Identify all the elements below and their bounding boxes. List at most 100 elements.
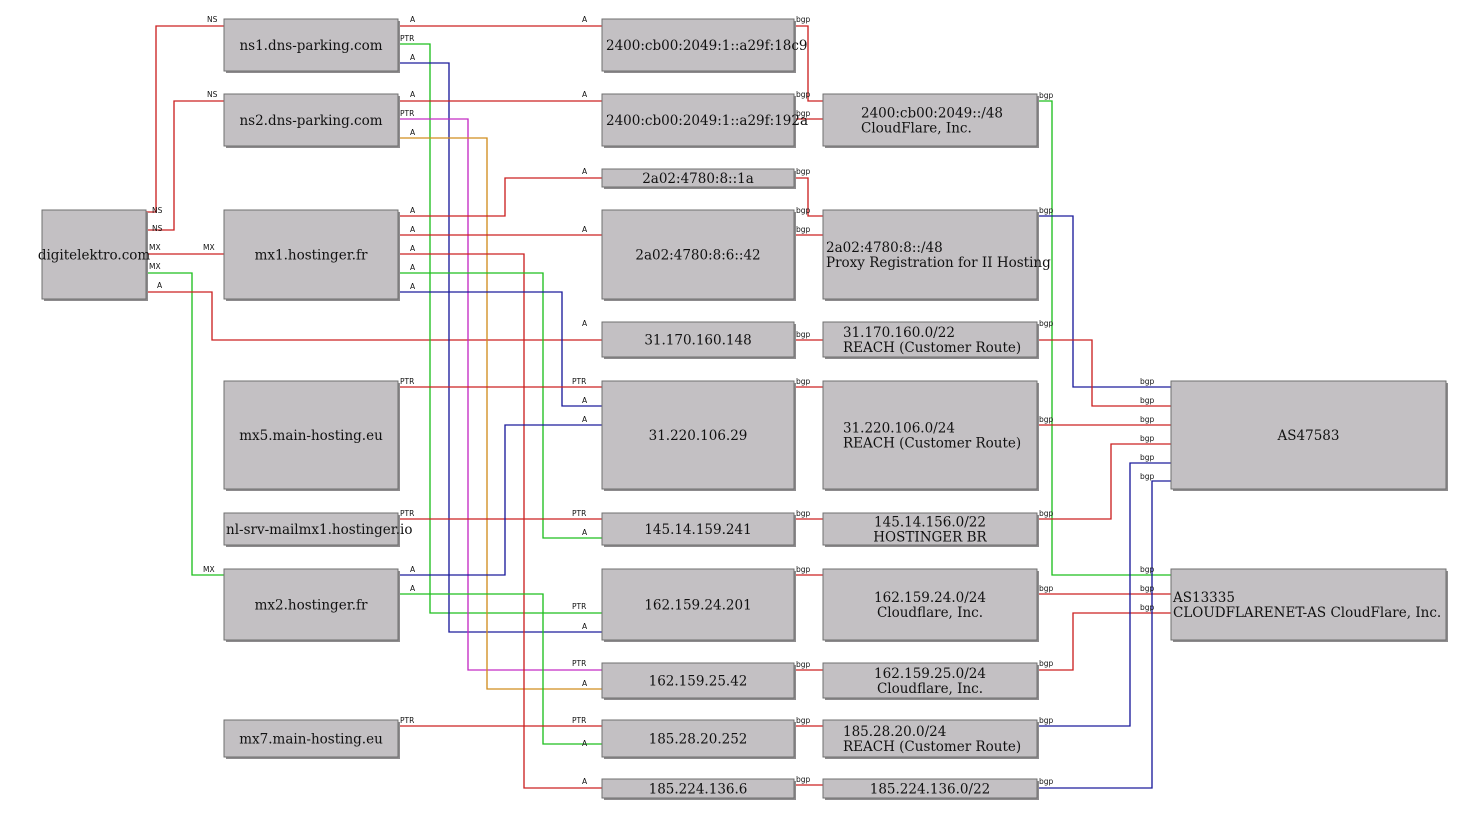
node-box <box>223 568 399 641</box>
edge-label-a: A <box>582 167 588 176</box>
node-box <box>601 321 795 358</box>
edge-pfx31a-as47583 <box>1037 339 1171 407</box>
node-box <box>223 719 399 758</box>
node-nlsrv[interactable]: nl-srv-mailmx1.hostinger.io <box>223 512 412 547</box>
node-ip162a[interactable]: 162.159.24.201 <box>601 568 796 642</box>
edge-label-bgp: bgp <box>796 225 811 234</box>
node-label: REACH (Customer Route) <box>843 436 1021 452</box>
edge-label-ptr: PTR <box>572 602 586 611</box>
edge-label-bgp: bgp <box>796 330 811 339</box>
edge-label-bgp: bgp <box>796 377 811 386</box>
node-pfx185b[interactable]: 185.224.136.0/22 <box>822 778 1039 800</box>
edge-bgp-ip6a <box>794 25 823 102</box>
node-ip162b[interactable]: 162.159.25.42 <box>601 662 796 700</box>
node-box <box>223 512 399 546</box>
node-box <box>223 18 399 72</box>
edge-mx1-ip185b <box>398 253 602 789</box>
node-ip31b[interactable]: 31.220.106.29 <box>601 380 796 491</box>
node-digitelektro[interactable]: digitelektro.com <box>38 209 151 301</box>
edge-label-bgp: bgp <box>796 206 811 215</box>
edge-label-mx: MX <box>149 262 161 271</box>
node-label: CLOUDFLARENET-AS CloudFlare, Inc. <box>1173 605 1441 621</box>
node-box <box>1170 380 1447 490</box>
edge-label-a: A <box>410 263 416 272</box>
edge-label-bgp: bgp <box>1140 377 1155 386</box>
node-label: mx5.main-hosting.eu <box>239 428 383 444</box>
node-box <box>822 778 1038 799</box>
node-ns1[interactable]: ns1.dns-parking.com <box>223 18 400 73</box>
edge-label-ptr: PTR <box>400 716 414 725</box>
edge-label-a: A <box>410 15 416 24</box>
edge-label-bgp: bgp <box>1039 584 1054 593</box>
edge-label-ptr: PTR <box>572 377 586 386</box>
edge-label-a: A <box>410 128 416 137</box>
node-label: 31.170.160.0/22 <box>843 325 955 341</box>
node-mx5[interactable]: mx5.main-hosting.eu <box>223 380 400 491</box>
edges-layer <box>146 25 1171 789</box>
edge-mx2-ip31b <box>398 424 602 576</box>
node-box <box>601 93 795 147</box>
edge-mx1-ip31b <box>398 291 602 407</box>
node-ip6b[interactable]: 2400:cb00:2049:1::a29f:192a <box>601 93 808 148</box>
node-box <box>601 18 795 72</box>
node-ip185b[interactable]: 185.224.136.6 <box>601 778 796 800</box>
node-label: 185.224.136.6 <box>649 782 748 798</box>
edge-label-a: A <box>582 622 588 631</box>
edge-mx2-ip185a <box>398 593 602 745</box>
edge-ns2-a <box>398 137 602 690</box>
node-label: mx1.hostinger.fr <box>255 248 368 264</box>
edge-label-a: A <box>582 739 588 748</box>
node-label: 2a02:4780:8::1a <box>642 171 754 187</box>
edge-label-a: A <box>582 396 588 405</box>
edge-label-a: A <box>410 244 416 253</box>
node-label: 2a02:4780:8:6::42 <box>635 248 760 264</box>
node-box <box>601 512 795 546</box>
edge-label-a: A <box>582 15 588 24</box>
edge-label-ptr: PTR <box>572 716 586 725</box>
node-label: 185.224.136.0/22 <box>870 782 991 798</box>
edge-ns1-ptr <box>398 43 602 614</box>
edge-label-ns: NS <box>152 206 163 215</box>
edge-label-bgp: bgp <box>796 509 811 518</box>
node-mx7[interactable]: mx7.main-hosting.eu <box>223 719 400 759</box>
node-ip145[interactable]: 145.14.159.241 <box>601 512 796 547</box>
edge-label-mx: MX <box>203 565 215 574</box>
edge-label-bgp: bgp <box>796 15 811 24</box>
edge-pfx185b-as47583 <box>1037 480 1171 789</box>
node-box <box>601 568 795 641</box>
edge-label-ptr: PTR <box>400 34 414 43</box>
node-mx1[interactable]: mx1.hostinger.fr <box>223 209 400 301</box>
node-label: 2a02:4780:8::/48 <box>826 240 943 256</box>
node-ip185a[interactable]: 185.28.20.252 <box>601 719 796 759</box>
node-ip6d[interactable]: 2a02:4780:8:6::42 <box>601 209 796 301</box>
node-ns2[interactable]: ns2.dns-parking.com <box>223 93 400 148</box>
node-mx2[interactable]: mx2.hostinger.fr <box>223 568 400 642</box>
edge-label-a: A <box>582 319 588 328</box>
node-ip6a[interactable]: 2400:cb00:2049:1::a29f:18c9 <box>601 18 808 73</box>
node-ip31a[interactable]: 31.170.160.148 <box>601 321 796 359</box>
node-box <box>822 209 1038 300</box>
edge-pfx145-as47583 <box>1037 443 1171 520</box>
edge-mx-mx2 <box>146 272 224 576</box>
edge-label-ns: NS <box>207 15 218 24</box>
edge-label-bgp: bgp <box>1140 434 1155 443</box>
node-label: 162.159.25.42 <box>649 674 748 690</box>
node-label: 162.159.25.0/24 <box>874 666 986 682</box>
node-box <box>822 93 1038 147</box>
node-as47583[interactable]: AS47583 <box>1170 380 1448 491</box>
node-ip6c[interactable]: 2a02:4780:8::1a <box>601 168 796 189</box>
edge-label-bgp: bgp <box>1039 91 1054 100</box>
node-label: 31.170.160.148 <box>644 333 751 349</box>
